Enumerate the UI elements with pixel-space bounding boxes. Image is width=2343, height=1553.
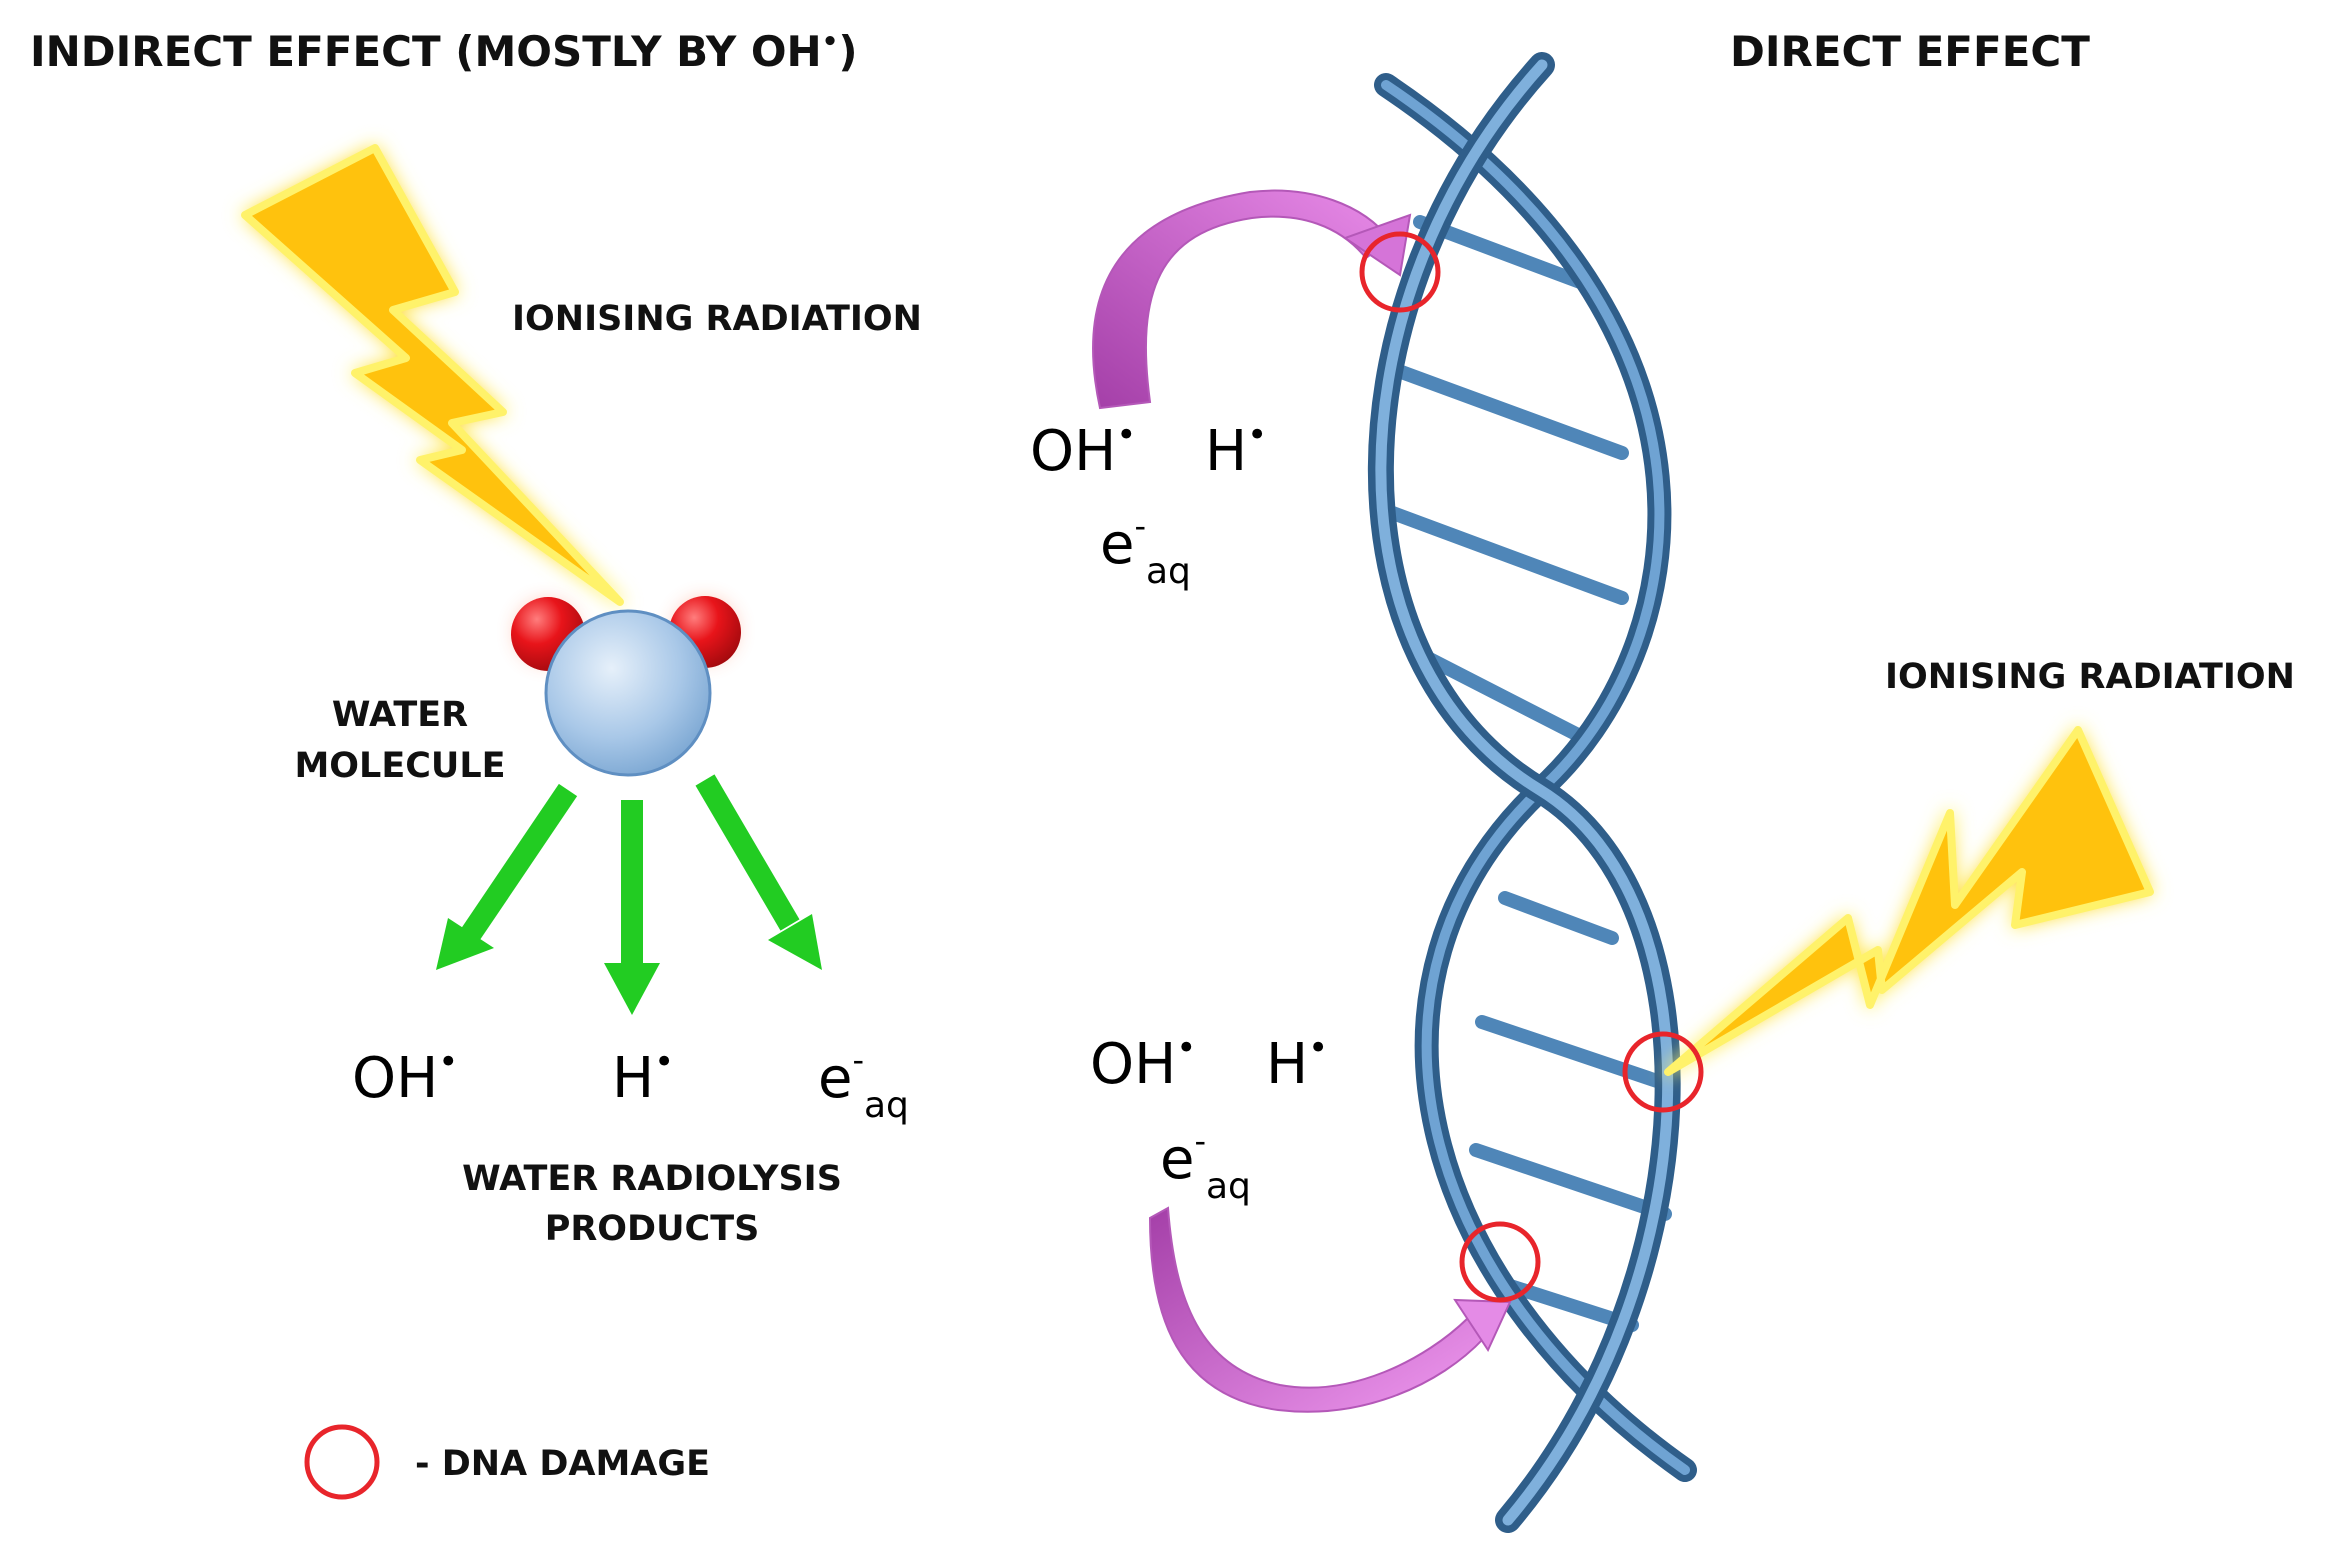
oh-radical-upper: OH• [1030, 415, 1136, 484]
dna-damage-site-radiation [1622, 1031, 1704, 1113]
radiolysis-products-label-line2: PRODUCTS [545, 1209, 760, 1249]
green-arrow-left [436, 783, 578, 970]
green-arrow-right [695, 774, 822, 970]
direct-effect-title: DIRECT EFFECT [1730, 27, 2090, 76]
oh-radical-lower: OH• [1090, 1028, 1196, 1097]
h-radical-left: H• [612, 1042, 674, 1111]
h-radical-upper: H• [1205, 415, 1267, 484]
water-molecule-label-line2: MOLECULE [294, 746, 505, 786]
dna-helix-icon [1367, 52, 1697, 1533]
ionising-radiation-label-left: IONISING RADIATION [512, 299, 922, 339]
radiolysis-products-label-line1: WATER RADIOLYSIS [462, 1159, 842, 1199]
lightning-bolt-icon [241, 144, 624, 606]
oxygen-atom [544, 609, 712, 777]
reaction-arrow-upper [1092, 189, 1412, 410]
aqueous-electron-lower: e-aq [1160, 1122, 1251, 1207]
lightning-bolt-icon-right [1664, 726, 2154, 1076]
green-arrow-middle [604, 800, 660, 1015]
h-radical-lower: H• [1266, 1028, 1328, 1097]
dna-damage-site-upper [1359, 231, 1441, 313]
dna-damage-legend-label: - DNA DAMAGE [415, 1444, 710, 1484]
water-molecule-label-line1: WATER [332, 695, 468, 735]
reaction-arrow-lower [1148, 1206, 1512, 1413]
aqueous-electron-left: e-aq [818, 1041, 909, 1126]
aqueous-electron-upper: e-aq [1100, 507, 1191, 592]
water-molecule-icon [511, 596, 741, 777]
dna-damage-site-lower [1459, 1221, 1541, 1303]
ionising-radiation-label-right: IONISING RADIATION [1885, 657, 2295, 697]
oh-radical-left: OH• [352, 1042, 458, 1111]
indirect-effect-title: INDIRECT EFFECT (MOSTLY BY OH•) [30, 27, 858, 76]
damage-circle-icon [304, 1424, 380, 1500]
